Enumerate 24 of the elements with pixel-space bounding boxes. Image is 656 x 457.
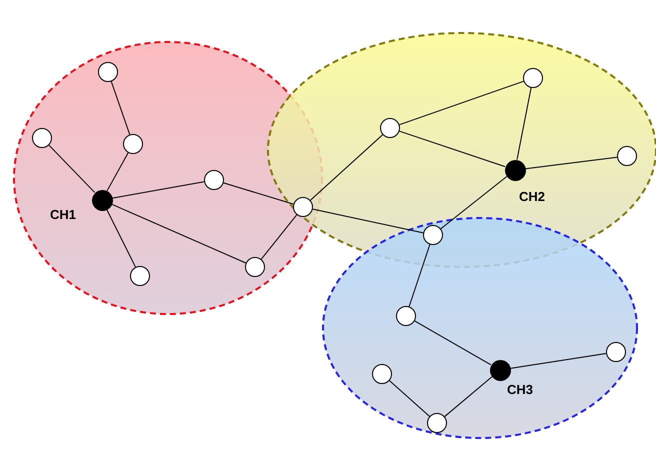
link-line — [310, 134, 384, 201]
link-line — [106, 152, 129, 192]
link-line — [414, 320, 492, 366]
link-line — [388, 380, 430, 417]
link-line — [440, 176, 508, 230]
link-line — [510, 353, 607, 369]
link-line — [312, 208, 424, 234]
node-caption: CH2 — [519, 189, 546, 204]
link-line — [516, 87, 532, 160]
link-line — [408, 244, 430, 308]
link-line — [444, 376, 492, 418]
link-line — [111, 204, 246, 264]
link-line — [398, 80, 524, 126]
link-line — [223, 182, 294, 205]
link-line — [398, 130, 506, 168]
cluster-region — [322, 217, 638, 439]
link-line — [524, 156, 618, 170]
link-line — [110, 80, 130, 136]
node-caption: CH1 — [50, 207, 76, 222]
link-line — [112, 181, 205, 199]
link-line — [106, 208, 136, 268]
link-line — [48, 144, 96, 193]
node-caption: CH3 — [507, 382, 534, 397]
link-line — [260, 214, 298, 260]
